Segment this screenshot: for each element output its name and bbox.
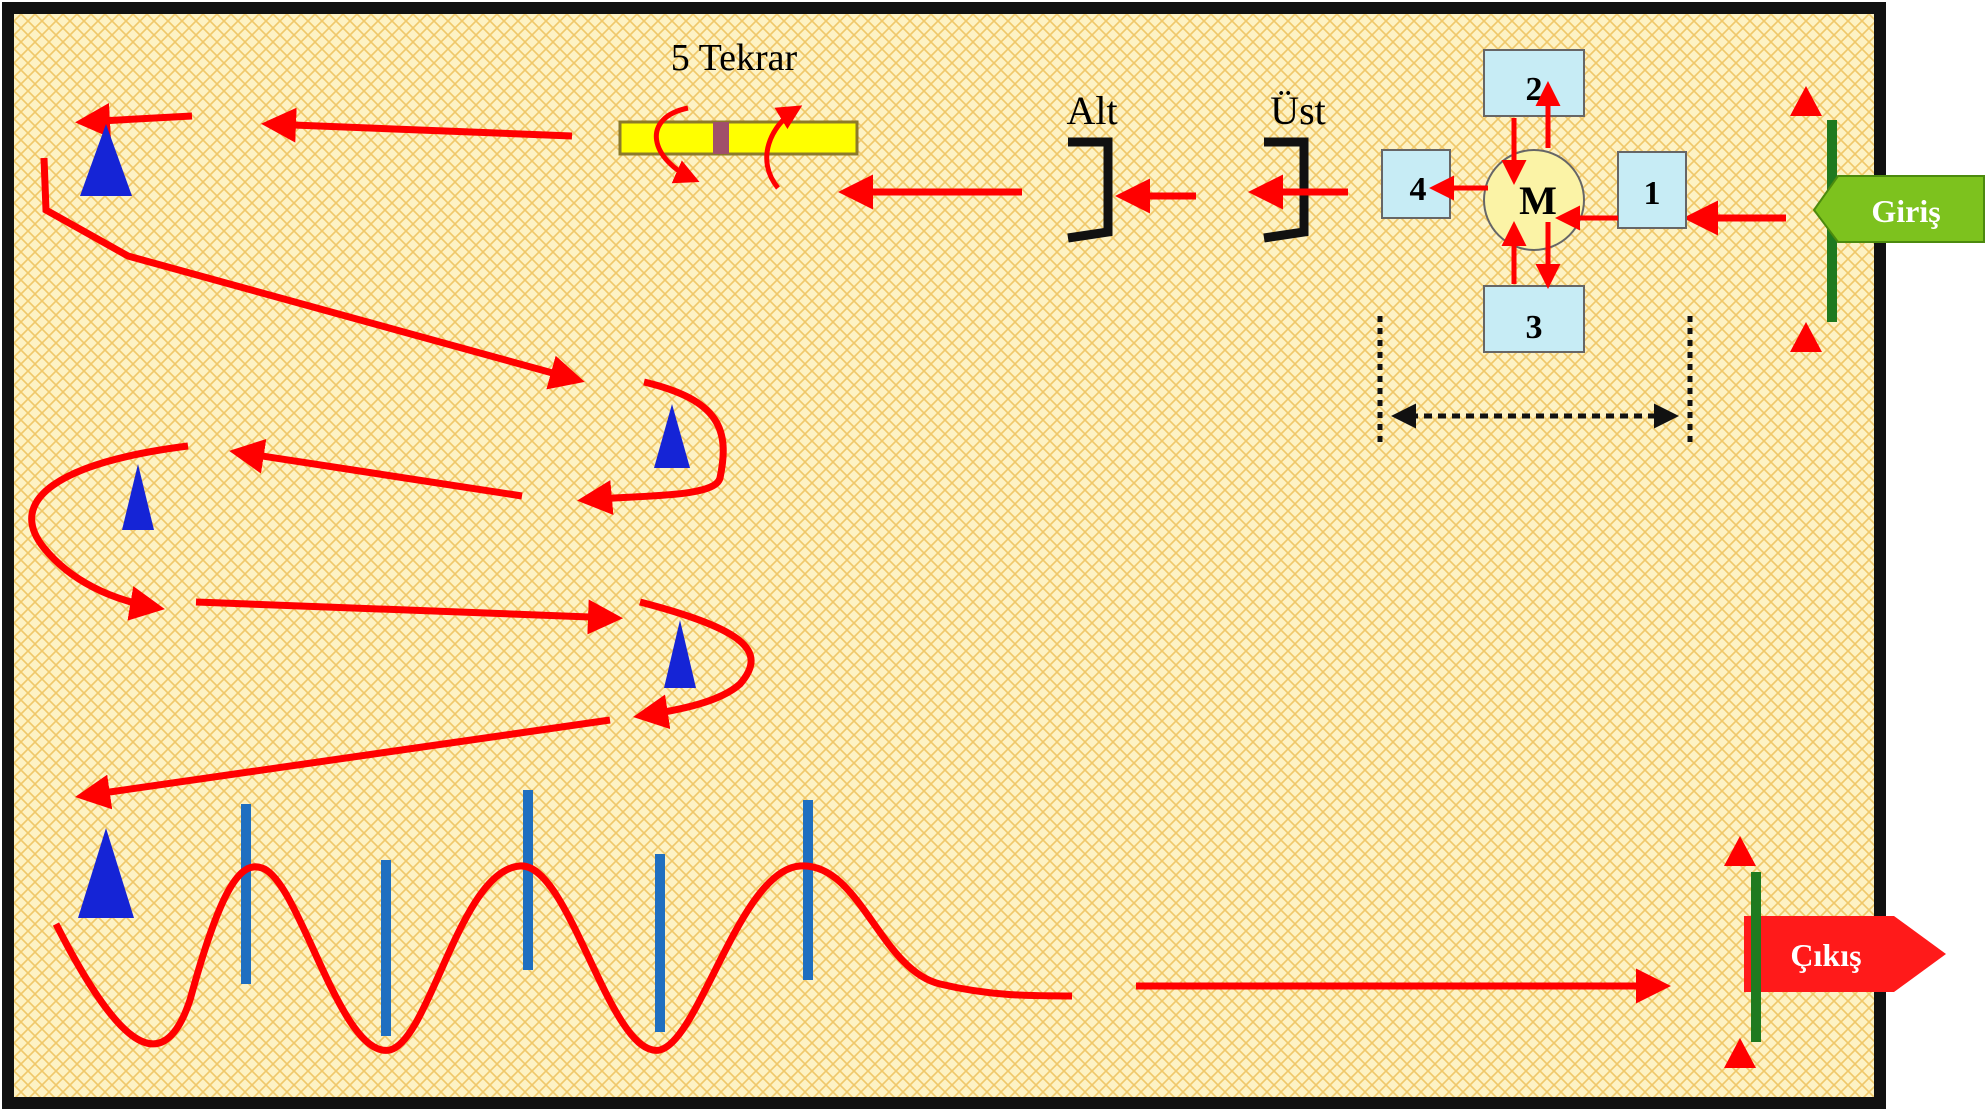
path-segment-5: [195, 598, 623, 635]
cone-2: [654, 404, 690, 468]
distance-marker: [1377, 316, 1693, 444]
repeat-arrow-2: [764, 105, 803, 190]
balance-bar-marker: [713, 122, 729, 154]
box-3-label: 3: [1526, 309, 1543, 346]
cone-5: [78, 828, 134, 918]
arrow-to-cone-1: [75, 103, 193, 138]
lower-label: Alt: [1066, 88, 1117, 133]
path-segment-7: [75, 716, 611, 810]
center-label: M: [1519, 178, 1557, 223]
exit-gate: Çıkış: [1724, 836, 1946, 1068]
path-segment-2: [577, 378, 727, 515]
cone-4: [664, 620, 696, 688]
upper-label: Üst: [1270, 88, 1326, 133]
cone-entry-top: [1790, 86, 1822, 116]
box-3: [1483, 285, 1585, 353]
box-2-label: 2: [1526, 71, 1543, 108]
repeat-label: 5 Tekrar: [671, 37, 798, 79]
cone-exit-top: [1724, 836, 1756, 866]
lower-hurdle: [1067, 137, 1113, 243]
cone-3: [122, 464, 154, 530]
cone-entry-bottom: [1790, 322, 1822, 352]
entry-sign: [1812, 175, 1985, 243]
agility-station: 2 1 4 3 M: [1381, 49, 1687, 353]
exit-sign: [1744, 916, 1946, 992]
cone-1: [80, 124, 132, 196]
path-segment-3: [229, 438, 523, 500]
box-2: [1483, 49, 1585, 117]
box-1: [1617, 151, 1687, 229]
path-segment-1: [40, 157, 585, 390]
upper-hurdle: [1263, 137, 1309, 243]
repeat-arrow-1: [654, 105, 700, 184]
entry-gate: Giriş: [1790, 86, 1985, 352]
path-segment-6: [633, 598, 755, 730]
path-segment-4: [28, 442, 189, 621]
entry-label: Giriş: [1871, 193, 1940, 229]
slalom-path: [52, 862, 1073, 1054]
exit-label: Çıkış: [1790, 937, 1861, 973]
arrow-bar-left: [261, 107, 573, 143]
field-background: [2, 2, 1886, 1109]
box-4-label: 4: [1410, 171, 1427, 208]
box-1-label: 1: [1644, 175, 1661, 212]
cone-exit-bottom: [1724, 1038, 1756, 1068]
